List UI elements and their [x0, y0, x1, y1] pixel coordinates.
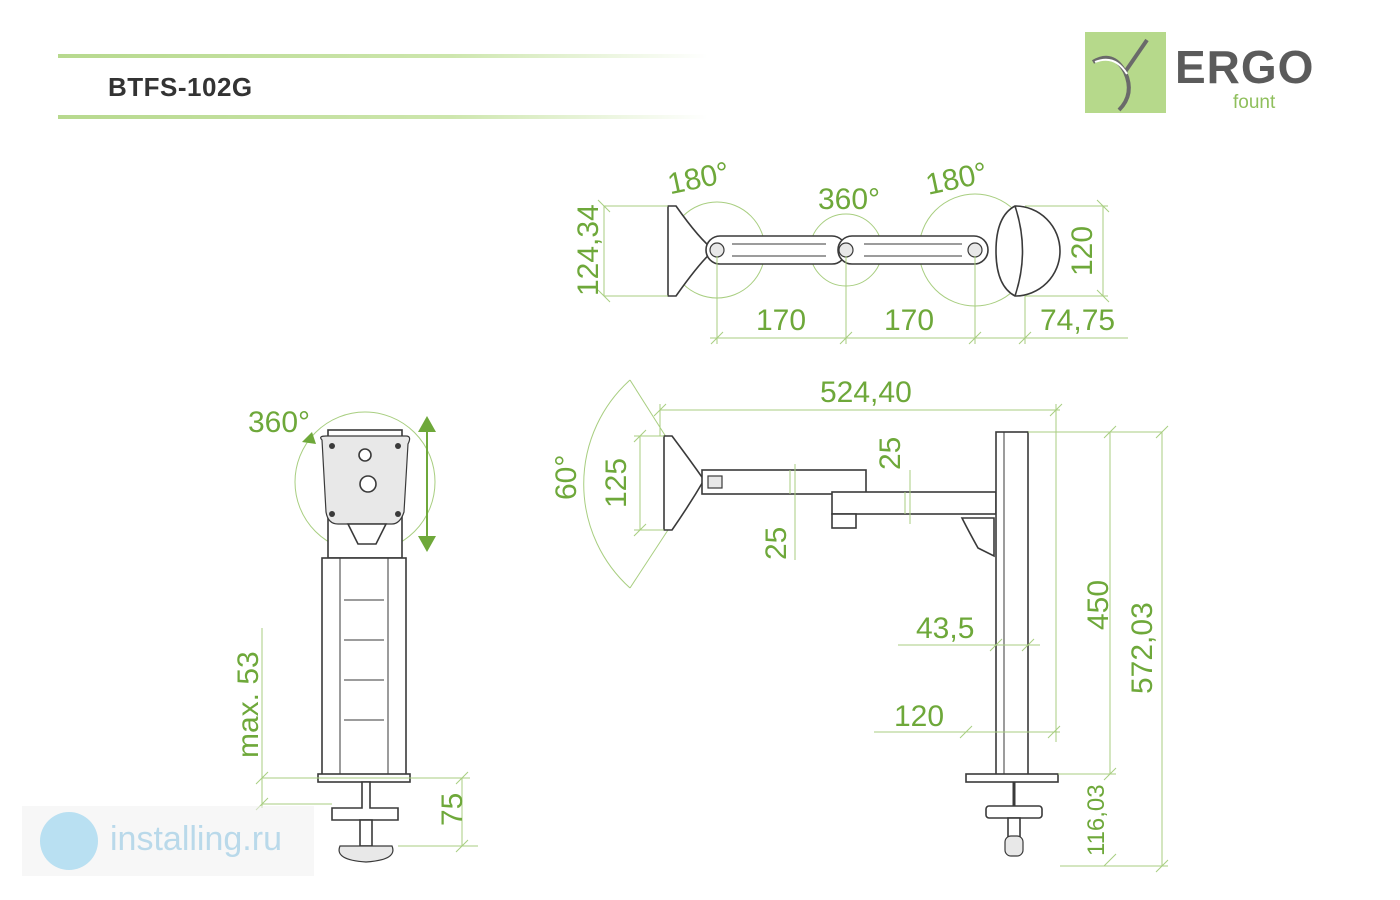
front-view: 360° max. 53 75 [232, 406, 478, 863]
label-top-height: 124,34 [572, 204, 605, 296]
arrow-down-icon [418, 536, 436, 552]
label-seg1: 170 [756, 304, 806, 337]
side-clamp-plate [985, 805, 1043, 819]
joint-mid [838, 242, 854, 258]
label-height-clamp: 116,03 [1083, 784, 1110, 856]
pole-disc [995, 205, 1061, 297]
logo-sub: fount [1233, 92, 1276, 113]
label-offset: 74,75 [1040, 304, 1115, 337]
arrow-up-icon [418, 416, 436, 432]
label-rotation: 360° [248, 406, 310, 439]
watermark-logo-icon [40, 812, 98, 870]
joint-right [967, 242, 983, 258]
side-vesa-plate [663, 435, 705, 531]
watermark-text: installing.ru [110, 820, 282, 858]
label-height-upper: 450 [1082, 580, 1115, 630]
side-arm-lower [831, 491, 997, 515]
side-base [965, 773, 1059, 783]
header-rule-top [58, 54, 708, 58]
rotation-arrow-icon [302, 432, 316, 444]
model-title: BTFS-102G [108, 72, 253, 102]
front-clamp-knob [338, 845, 394, 863]
header-rule-bottom [58, 115, 708, 119]
label-vesa: 125 [600, 458, 633, 508]
logo-brand: ERGO [1175, 41, 1315, 93]
label-arm-lower-thick: 25 [760, 527, 793, 560]
label-clamp-height: 75 [436, 793, 469, 826]
label-angle-mid: 360° [818, 183, 880, 216]
label-clamp-max: max. 53 [232, 651, 265, 758]
side-clamp-knob [1004, 835, 1024, 857]
watermark: installing.ru [22, 806, 314, 876]
arm-segment-1 [705, 235, 847, 265]
label-angle-left: 180° [665, 156, 733, 201]
side-arm-upper [701, 469, 867, 495]
front-clamp [331, 781, 399, 821]
joint-left [709, 242, 725, 258]
label-angle-right: 180° [923, 156, 991, 201]
logo-mark [1085, 32, 1166, 113]
top-view: 180° 360° 180° 124,34 170 170 120 74,75 [572, 156, 1128, 345]
side-bracket [960, 517, 995, 558]
label-tilt: 60° [550, 455, 583, 500]
label-width: 524,40 [820, 376, 912, 409]
label-height-total: 572,03 [1126, 602, 1159, 694]
side-view: 524,40 60° 125 25 25 43,5 120 450 572,03… [550, 376, 1169, 873]
logo-arm-icon [1091, 38, 1149, 112]
label-arm-upper-thick: 25 [874, 437, 907, 470]
tilt-arc [583, 379, 631, 589]
label-base-width: 120 [894, 700, 944, 733]
label-seg2: 170 [884, 304, 934, 337]
arm-segment-2 [837, 235, 989, 265]
label-pole-width: 43,5 [916, 612, 974, 645]
front-pole [321, 557, 407, 777]
label-plate: 120 [1066, 226, 1099, 276]
side-pole [995, 431, 1029, 779]
